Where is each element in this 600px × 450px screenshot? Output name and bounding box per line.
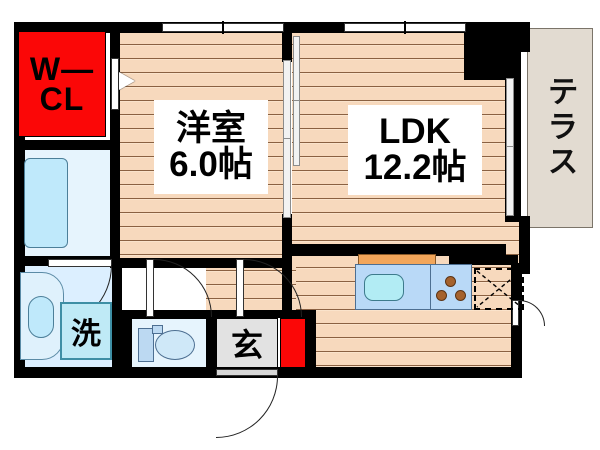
room-label-ldk: LDK 12.2帖 — [348, 105, 482, 195]
wall-washroom-right — [112, 258, 122, 368]
ldk-name: LDK — [379, 112, 451, 152]
room-label-bedroom: 洋室 6.0帖 — [154, 100, 268, 194]
bedroom-sliding-door-2[interactable] — [283, 138, 291, 218]
entrance-door-leaf[interactable] — [216, 369, 278, 376]
wall-bottom-right — [278, 367, 518, 378]
refrigerator-x-icon — [476, 270, 522, 308]
shoe-cabinet — [280, 318, 306, 368]
bathtub — [24, 158, 68, 248]
ldk-hall-door-leaf[interactable] — [236, 259, 244, 317]
wall-right-upper — [519, 22, 530, 52]
kitchen-sink-basin — [364, 274, 404, 301]
wall-bedroom-ldk-lower — [282, 214, 292, 268]
bedroom-door-leaf[interactable] — [146, 259, 154, 317]
wcl-folding-door[interactable] — [111, 58, 119, 110]
wcl-line-2: CL — [39, 81, 85, 117]
burner-rear — [445, 276, 456, 287]
entrance-door-swing — [216, 376, 278, 438]
terrace-area — [527, 28, 593, 228]
gas-stove — [430, 264, 472, 310]
wall-right-mid — [519, 216, 530, 274]
wall-toilet-right — [206, 310, 216, 368]
wall-entrance-right — [306, 310, 316, 368]
wall-wcl-bottom — [14, 140, 120, 150]
room-label-terrace: テラス — [535, 45, 585, 210]
ldk-terrace-door-2[interactable] — [506, 146, 514, 216]
washing-machine-label: 洗 — [60, 302, 112, 360]
wash-text: 洗 — [71, 318, 101, 351]
washbasin — [28, 296, 54, 338]
toilet-bowl — [155, 330, 195, 360]
genkan-text: 玄 — [230, 327, 263, 363]
window-mullion-bedroom — [222, 21, 224, 34]
ldk-size: 12.2帖 — [363, 148, 467, 187]
wall-bottom-left — [14, 367, 310, 378]
bedroom-name: 洋室 — [175, 109, 246, 149]
wcl-folding-door-arrow — [119, 72, 135, 90]
wall-bedroom-bottom — [110, 258, 290, 268]
ldk-side-door-leaf[interactable] — [512, 300, 519, 326]
wall-ldk-bottom-inner — [292, 244, 506, 256]
wall-toilet-left — [122, 310, 132, 368]
room-label-entrance: 玄 — [218, 320, 276, 366]
room-label-wcl: W— CL — [18, 31, 106, 137]
wcl-line-1: W— — [29, 50, 95, 87]
ldk-left-slider-2[interactable] — [293, 100, 300, 166]
bedroom-sliding-door[interactable] — [283, 60, 291, 140]
ldk-terrace-door[interactable] — [506, 78, 514, 148]
refrigerator-space — [474, 268, 524, 310]
window-mullion-ldk — [404, 21, 406, 34]
burner-left — [436, 290, 447, 301]
terrace-text: テラス — [542, 75, 578, 180]
burner-right — [455, 290, 466, 301]
wall-kitchen-step — [456, 255, 518, 265]
toilet-tank — [138, 328, 154, 362]
wall-top-block-a — [118, 22, 162, 33]
wall-bedroom-ldk — [282, 22, 292, 62]
wall-left — [14, 22, 25, 378]
wall-top-block-b — [292, 22, 344, 33]
toilet-lever — [152, 325, 163, 334]
ldk-left-slider[interactable] — [293, 36, 300, 102]
bedroom-size: 6.0帖 — [169, 145, 253, 184]
